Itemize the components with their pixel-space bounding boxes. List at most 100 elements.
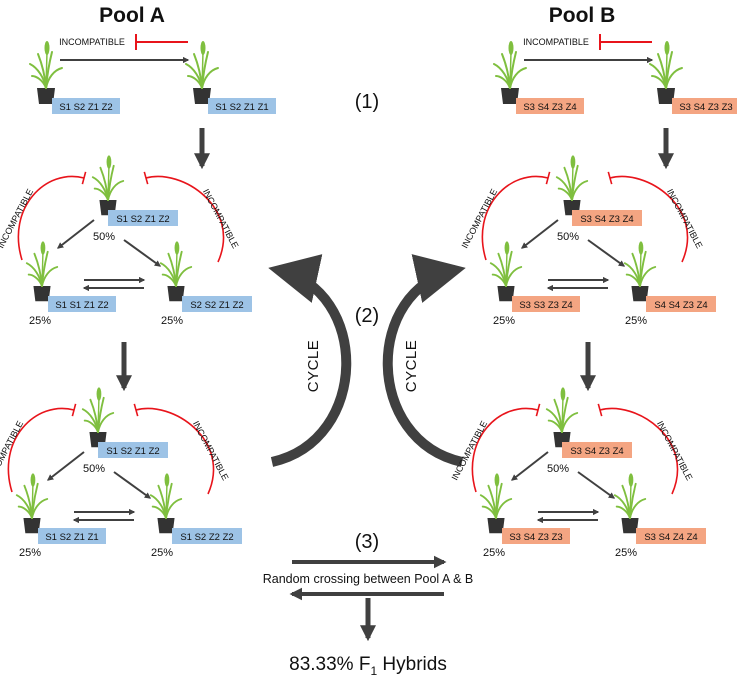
pool-b-stage3-left-genotype: S3 S4 Z3 Z3 (509, 532, 562, 543)
plant-icon (649, 41, 683, 104)
spike-icon (40, 241, 46, 255)
pool-a-stage2-left-box (48, 296, 116, 312)
spike-icon (494, 473, 500, 487)
pool-a-stage3-left-pct: 25% (19, 547, 41, 559)
pool-a-stage1-female-genotype: S1 S2 Z1 Z2 (59, 102, 112, 113)
pot-icon (621, 518, 639, 534)
pool-a-stage1-male-box (208, 98, 276, 114)
spike-icon (628, 473, 634, 487)
spike-icon (200, 41, 206, 55)
cycle-label-right: CYCLE (403, 340, 420, 393)
pool-b-stage3-right-box (636, 528, 706, 544)
pool-b-stage2-right-pct: 25% (625, 315, 647, 327)
pot-icon (497, 286, 515, 302)
spike-icon (508, 41, 514, 55)
plant-icon (15, 473, 49, 534)
pool-b-stage3-arrow-right (577, 471, 616, 499)
pool-a-stage3-incompatible-label-right: INCOMPATIBLE (191, 419, 231, 482)
plant-icon (25, 241, 59, 302)
plant-icon (149, 473, 183, 534)
pool-a-scheme: S1 S2 Z1 Z2 S1 S2 Z1 Z1 INCOMPATIBLE S1 S2 … (0, 34, 276, 559)
pot-icon (657, 88, 675, 104)
cycle-arrow-left: CYCLE (268, 254, 352, 467)
pool-a-stage3-incompatible-label-left: INCOMPATIBLE (0, 419, 25, 482)
pool-b-stage2-top-genotype: S3 S4 Z3 Z4 (580, 214, 633, 225)
pool-b-stage3-incompatible-arc-left (471, 403, 541, 493)
f1-hybrids-result: 83.33% F1 Hybrids (289, 654, 447, 676)
spike-icon (106, 155, 112, 169)
pool-b-stage2-incompatible-label-right: INCOMPATIBLE (665, 187, 705, 250)
pool-b-stage2-left-box (512, 296, 580, 312)
pool-a-stage2-right-pct: 25% (161, 315, 183, 327)
pool-b-stage2-arrow-left (520, 219, 559, 249)
plant-icon (489, 241, 523, 302)
pool-b-stage3-left-box (502, 528, 570, 544)
plant-icon (91, 155, 125, 216)
plant-icon (613, 473, 647, 534)
pool-a-stage2-incompatible-label-right: INCOMPATIBLE (201, 187, 241, 250)
pot-icon (193, 88, 211, 104)
pool-a-stage2-arrow-right (123, 239, 162, 267)
plant-icon (545, 387, 579, 448)
pool-a-stage1-male-genotype: S1 S2 Z1 Z1 (215, 102, 268, 113)
pool-b-stage3-top-genotype: S3 S4 Z3 Z4 (570, 446, 623, 457)
plant-icon (29, 41, 63, 104)
spike-icon (638, 241, 644, 255)
pool-b-stage1-female-genotype: S3 S4 Z3 Z4 (523, 102, 576, 113)
pool-b-stage3-arrow-left (510, 451, 549, 481)
pool-b-stage2-left-pct: 25% (493, 315, 515, 327)
plant-icon (159, 241, 193, 302)
pool-b-stage3-left-pct: 25% (483, 547, 505, 559)
pool-a-stage2-incompatible-label-left: INCOMPATIBLE (0, 187, 35, 250)
random-crossing: Random crossing between Pool A & B (263, 555, 474, 642)
pool-b-stage3-incompatible-label-right: INCOMPATIBLE (655, 419, 695, 482)
pool-b-stage3-right-genotype: S3 S4 Z4 Z4 (644, 532, 697, 543)
pool-b-stage2-top-pct: 50% (557, 231, 579, 243)
pot-icon (501, 88, 519, 104)
pool-b-stage2-incompatible-arc-right (607, 171, 689, 263)
step-1-label: (1) (355, 91, 379, 113)
pool-a-stage2-incompatible-arc-right (143, 171, 225, 263)
pool-b-stage2-incompatible-arc-left (481, 171, 551, 261)
step-2-label: (2) (355, 305, 379, 327)
pool-b-stage1-male-box (672, 98, 737, 114)
pool-a-stage3-left-genotype: S1 S2 Z1 Z1 (45, 532, 98, 543)
pool-b-stage3-incompatible-label-left: INCOMPATIBLE (450, 419, 490, 482)
plant-icon (493, 41, 527, 104)
pool-a-stage3-incompatible-arc-right (133, 403, 215, 495)
pot-icon (487, 518, 505, 534)
pool-a-stage1-incompatible-label: INCOMPATIBLE (59, 37, 125, 47)
spike-icon (664, 41, 670, 55)
cycle-arrow-right: CYCLE (382, 254, 466, 467)
pool-b-stage1-male-genotype: S3 S4 Z3 Z3 (679, 102, 732, 113)
pool-b-stage1-female-box (516, 98, 584, 114)
pot-icon (37, 88, 55, 104)
spike-icon (560, 387, 566, 401)
pot-icon (33, 286, 51, 302)
pool-b-scheme: S3 S4 Z3 Z4 S3 S4 Z3 Z3 INCOMPATIBLE S3 S4 … (450, 34, 737, 559)
spike-icon (504, 241, 510, 255)
plant-icon (81, 387, 115, 448)
cycle-label-left: CYCLE (305, 340, 322, 393)
pot-icon (23, 518, 41, 534)
plant-icon (623, 241, 657, 302)
spike-icon (174, 241, 180, 255)
pool-a-stage3-arrow-right (113, 471, 152, 499)
crossing-label: Random crossing between Pool A & B (263, 572, 474, 586)
pot-icon (167, 286, 185, 302)
pool-b-stage2-right-box (646, 296, 716, 312)
pool-a-stage2-left-pct: 25% (29, 315, 51, 327)
spike-icon (96, 387, 102, 401)
pool-b-stage1-incompatible-label: INCOMPATIBLE (523, 37, 589, 47)
pool-b-stage2-arrow-right (587, 239, 626, 267)
step-3-label: (3) (355, 531, 379, 553)
pool-b-stage3-incompatible-arc-right (597, 403, 679, 495)
pool-a-stage2-top-pct: 50% (93, 231, 115, 243)
pool-b-stage2-right-genotype: S4 S4 Z3 Z4 (654, 300, 707, 311)
pool-a-title: Pool A (99, 4, 165, 27)
pool-b-stage3-right-pct: 25% (615, 547, 637, 559)
pool-a-stage2-incompatible-arc-left (17, 171, 87, 261)
pool-a-stage2-arrow-left (56, 219, 95, 249)
pool-b-title: Pool B (549, 4, 616, 27)
plant-icon (185, 41, 219, 104)
